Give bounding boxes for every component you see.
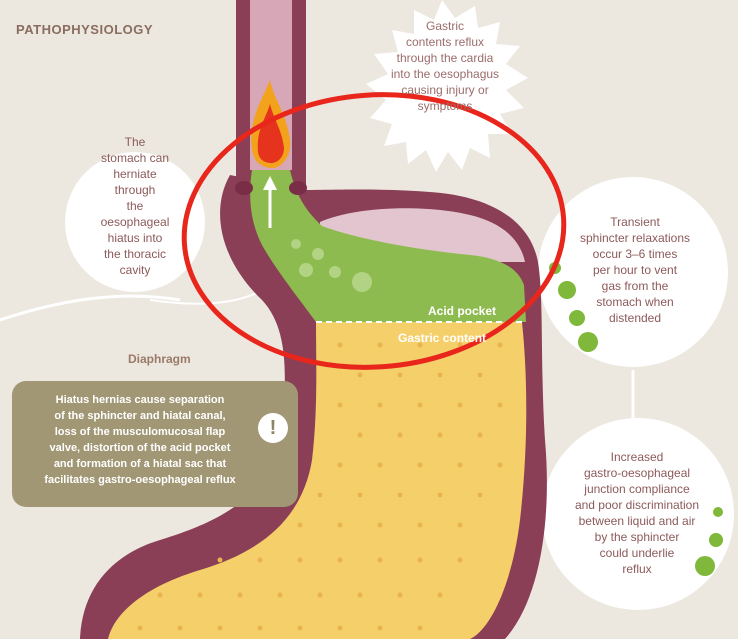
hernia-note-text: Hiatus hernias cause separation of the s… (44, 394, 236, 486)
sphincter-right (289, 181, 307, 195)
reflux-arrow-icon (263, 176, 277, 228)
air-bubbles (695, 507, 723, 576)
page-title: PATHOPHYSIOLOGY (16, 22, 154, 37)
highlight-circle (181, 92, 567, 370)
acid-bubbles (291, 239, 372, 292)
herniate-callout-text: The stomach can herniate through the oes… (100, 135, 170, 277)
exclamation-icon: ! (258, 413, 288, 443)
compliance-callout-text: Increased gastro-oesophageal junction co… (574, 450, 700, 576)
transient-callout-text: Transient sphincter relaxations occur 3–… (579, 215, 691, 325)
gastric-contents-label: Gastric content (398, 331, 487, 345)
herniate-bubble (65, 152, 205, 292)
hernia-note-box (12, 381, 298, 507)
compliance-bubble (542, 418, 734, 610)
transient-bubble (538, 177, 728, 367)
acid-pocket-area (250, 170, 526, 322)
reflux-callout-text: Gastric contents reflux through the card… (390, 19, 500, 113)
vent-bubbles (549, 262, 598, 352)
sphincter-left (235, 181, 253, 195)
gastric-dots (137, 342, 503, 631)
acid-pocket-label: Acid pocket (428, 304, 497, 318)
reflux-flame-icon (251, 80, 291, 169)
diaphragm-line (0, 294, 181, 322)
diaphragm-label: Diaphragm (128, 352, 191, 366)
reflux-starburst (366, 0, 528, 172)
